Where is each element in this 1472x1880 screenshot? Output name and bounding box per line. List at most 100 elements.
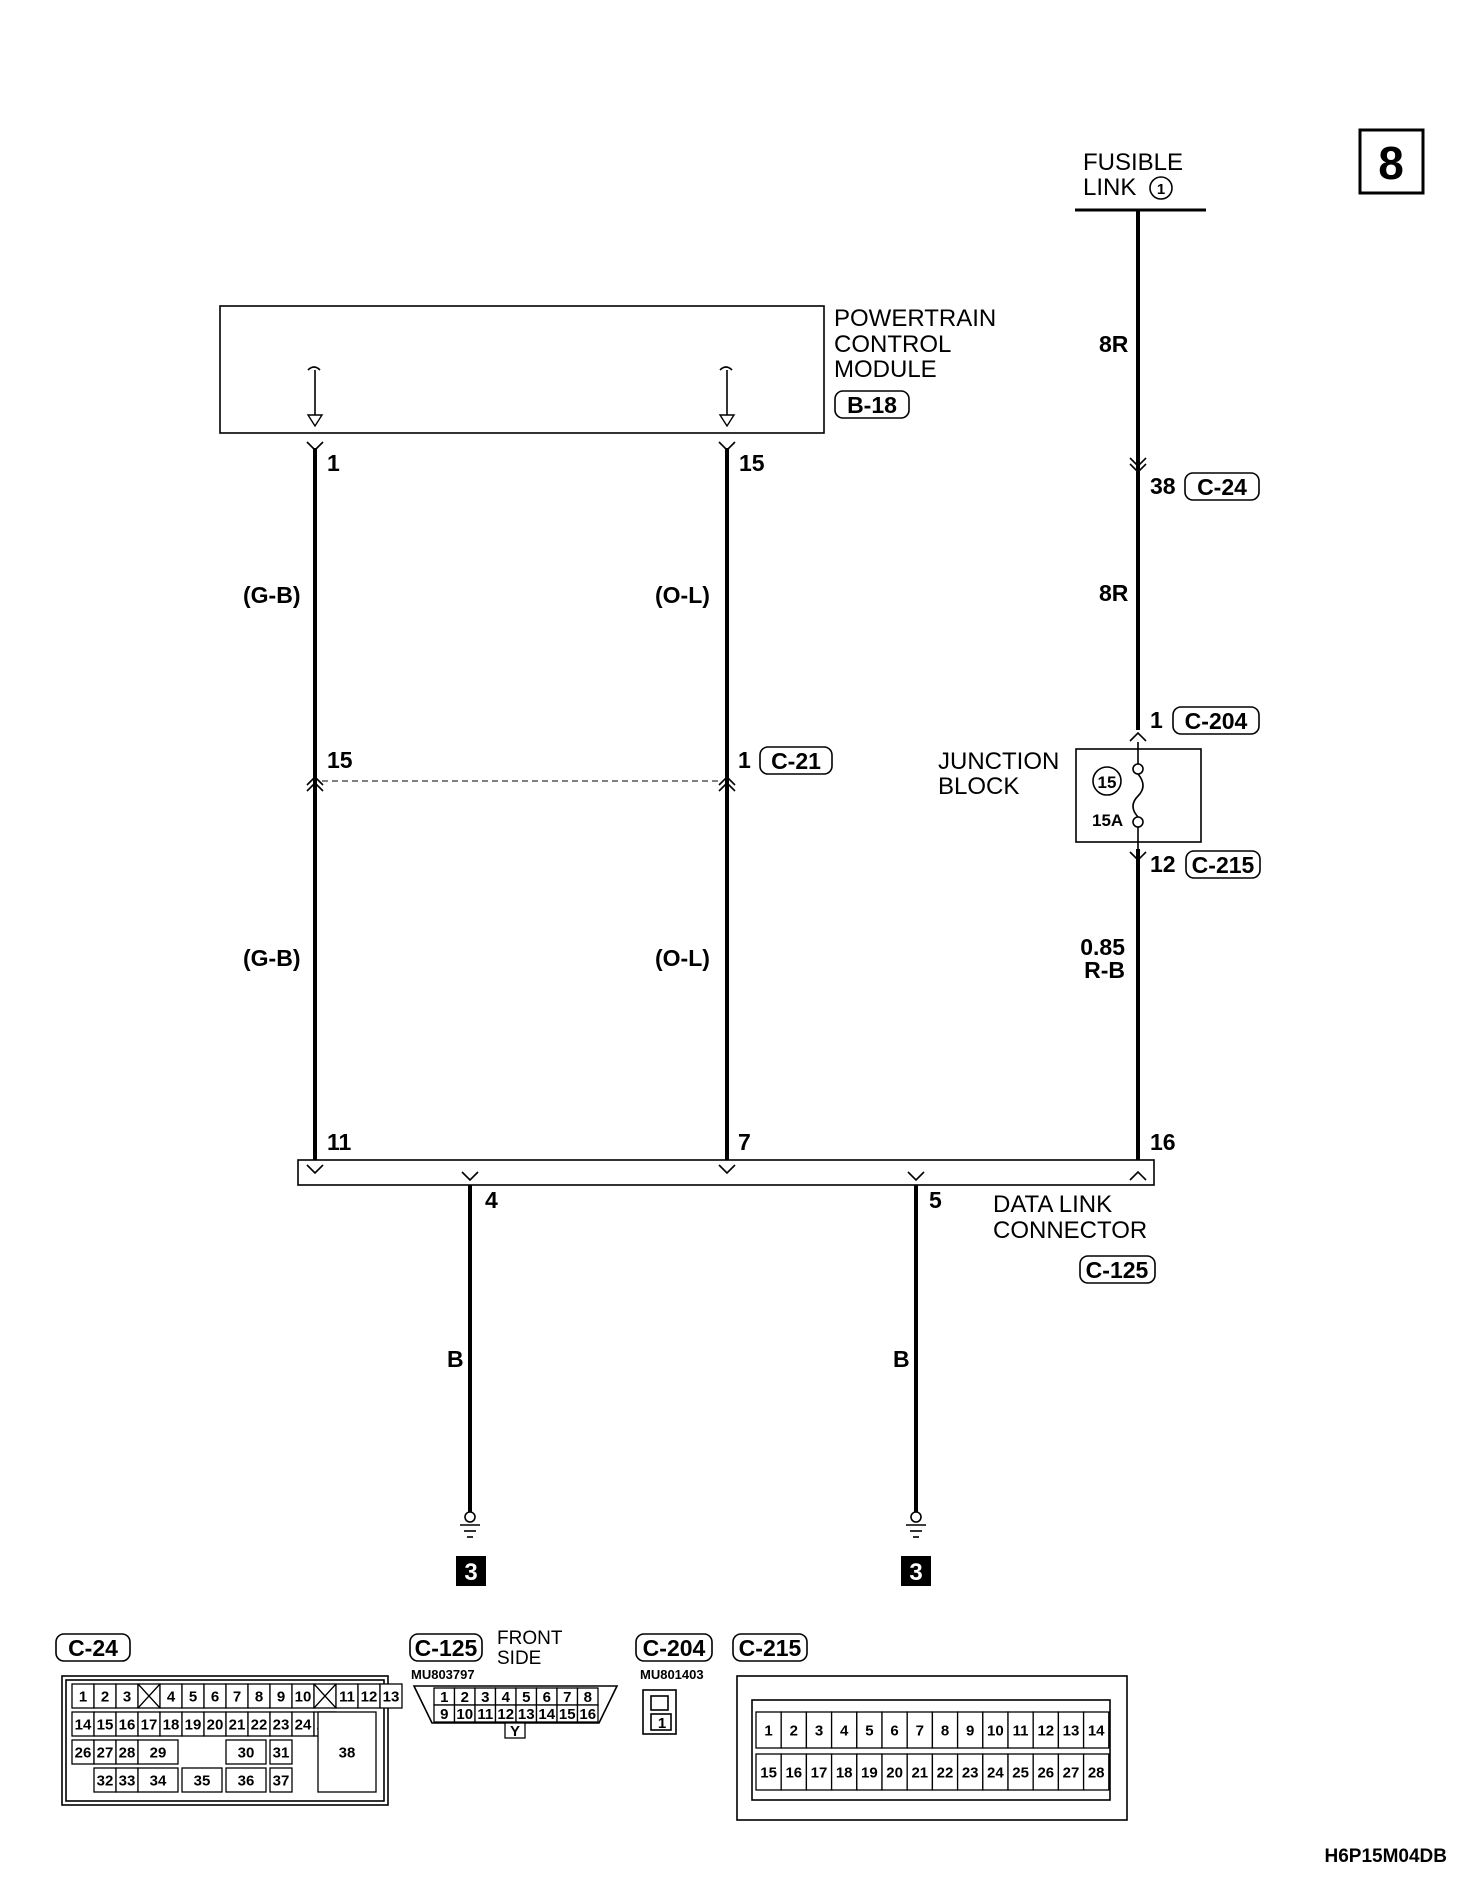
view-c125-note2: SIDE <box>497 1648 541 1669</box>
pcm-box <box>219 305 825 434</box>
c24-row4-cell <box>137 1767 179 1793</box>
fusible-link-number-circle <box>1149 176 1173 200</box>
c215-row1-pin: 6 <box>890 1723 898 1740</box>
c215-row2-pin: 17 <box>811 1765 828 1782</box>
c125-row1-pin: 5 <box>522 1689 530 1706</box>
c24-row3-pin: 30 <box>238 1745 255 1762</box>
wire-label-rb-color: R-B <box>1084 957 1125 983</box>
dlc-line2: CONNECTOR <box>993 1217 1147 1244</box>
c24-row3-cell <box>137 1739 179 1765</box>
fuse-number-circle <box>1092 766 1122 796</box>
view-c204-tag <box>635 1633 713 1662</box>
wire-label-b-right: B <box>893 1346 910 1372</box>
c24-row1-pin: 5 <box>189 1689 197 1706</box>
c215-row1-cell <box>1057 1711 1085 1749</box>
c215-row1-pin: 14 <box>1088 1723 1105 1740</box>
ground-point-left <box>456 1556 486 1586</box>
ground-wire-left <box>460 1185 480 1538</box>
fusible-link-number: 1 <box>1157 181 1165 198</box>
c24-row4-pin: 33 <box>119 1773 136 1790</box>
c24-row1-pin: 7 <box>233 1689 241 1706</box>
c24-row2-pin: 19 <box>185 1717 202 1734</box>
c24-row2-pin: 24 <box>295 1717 312 1734</box>
view-c215-label: C-215 <box>739 1635 802 1661</box>
c24-row1-pin: 3 <box>123 1689 131 1706</box>
c215-row1-pin: 4 <box>840 1723 849 1740</box>
c24-row2-pin: 23 <box>273 1717 290 1734</box>
pin-dlc-4: 4 <box>485 1187 498 1213</box>
pcm-line1: POWERTRAIN <box>834 305 996 332</box>
c215-row1-cell <box>1082 1711 1110 1749</box>
c215-row2-pin: 15 <box>760 1765 777 1782</box>
fusible-link-line1: FUSIBLE <box>1083 149 1183 176</box>
c24-row1-pin: 2 <box>101 1689 109 1706</box>
dlc-connector: C-125 <box>1086 1257 1149 1283</box>
c215-row2-pin: 26 <box>1037 1765 1054 1782</box>
pcm-connector-tag <box>834 390 910 419</box>
view-c204-label: C-204 <box>643 1635 706 1661</box>
c125-row1-pin: 7 <box>563 1689 571 1706</box>
c215-row1-cell <box>755 1711 782 1749</box>
c24-row-big-cell <box>317 1711 377 1793</box>
diagram-code: H6P15M04DB <box>1325 1846 1448 1867</box>
c215-row2-pin: 27 <box>1063 1765 1080 1782</box>
junction-block: JUNCTION BLOCK 15 15A <box>938 742 1202 849</box>
data-link-connector: DATA LINK CONNECTOR C-125 <box>297 1159 1156 1284</box>
c215-row1-pin: 9 <box>966 1723 974 1740</box>
c215-row1-pin: 1 <box>764 1723 772 1740</box>
c215-row2-pin: 25 <box>1012 1765 1029 1782</box>
pin-dlc-5: 5 <box>929 1187 942 1213</box>
c24-row1-cell <box>379 1683 403 1709</box>
c215-row1-pin: 2 <box>790 1723 798 1740</box>
c204-connector-tag <box>1172 706 1260 735</box>
wire-o-l <box>718 441 736 1181</box>
c215-row1-pin: 12 <box>1037 1723 1054 1740</box>
c24-row4-cell <box>225 1767 267 1793</box>
wire-g-b <box>306 441 324 1181</box>
c215-row1-cell <box>830 1711 858 1749</box>
pin-dlc-16: 16 <box>1150 1129 1176 1155</box>
wire-label-b-left: B <box>447 1346 464 1372</box>
pin-c21-15: 15 <box>327 747 353 773</box>
c24-row3-cell <box>225 1739 267 1765</box>
view-c204-pin: 1 <box>658 1715 666 1732</box>
c24-row2-pin: 17 <box>141 1717 158 1734</box>
c215-row2-cell <box>1082 1753 1110 1791</box>
c215-row1-cell <box>881 1711 908 1749</box>
c215-row2-cell <box>982 1753 1009 1791</box>
c24-row2-pin: 20 <box>207 1717 224 1734</box>
ground-number-right: 3 <box>909 1559 922 1586</box>
pin-c204-1: 1 <box>1150 707 1163 733</box>
c125-row2-cell <box>576 1704 599 1723</box>
pcm-connector: B-18 <box>847 392 897 418</box>
c24-row2-pin: 21 <box>229 1717 246 1734</box>
ground-wire-right <box>906 1185 926 1538</box>
c125-row1-pin: 8 <box>584 1689 592 1706</box>
view-c125-part: MU803797 <box>411 1667 475 1682</box>
c24-row1-pin: 13 <box>383 1689 400 1706</box>
page-number: 8 <box>1378 137 1404 189</box>
c24-row4-pin: 36 <box>238 1773 255 1790</box>
c125-row2-pin: 12 <box>497 1706 514 1723</box>
c215-row1-cell <box>1007 1711 1034 1749</box>
wire-label-ol-upper: (O-L) <box>655 582 710 608</box>
c24-row3-cell <box>269 1739 293 1765</box>
c215-connector: C-215 <box>1192 852 1255 878</box>
c215-row1-pin: 5 <box>865 1723 873 1740</box>
c215-row1-pin: 8 <box>941 1723 949 1740</box>
c215-row1-pin: 11 <box>1013 1723 1029 1740</box>
c24-row1-pin: 1 <box>79 1689 87 1706</box>
c215-row1-cell <box>856 1711 883 1749</box>
pin-dlc-11: 11 <box>327 1129 352 1155</box>
c24-connector: C-24 <box>1197 474 1247 500</box>
junction-line1: JUNCTION <box>938 748 1059 775</box>
c215-row1-cell <box>780 1711 808 1749</box>
view-c24-tag <box>55 1633 131 1662</box>
c125-key-pin: Y <box>510 1723 520 1740</box>
pin-pcm-1: 1 <box>327 450 340 476</box>
c24-row2-pin: 18 <box>163 1717 180 1734</box>
c215-row2-pin: 24 <box>987 1765 1004 1782</box>
